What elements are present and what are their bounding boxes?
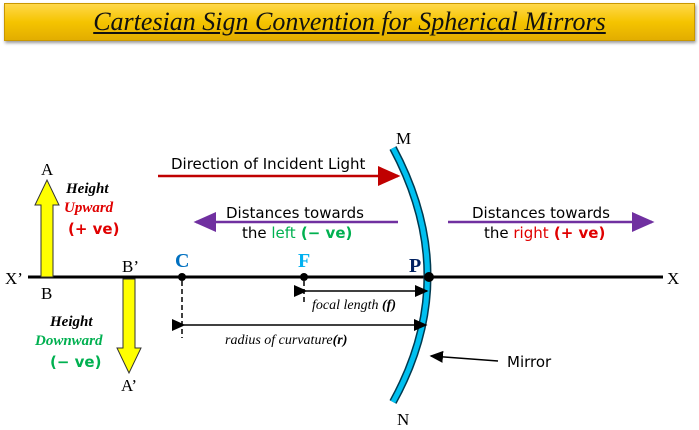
right-distance-line2: the right (+ ve) (484, 224, 605, 242)
upward-height-arrow (34, 178, 60, 278)
height-down-direction: Downward (34, 333, 103, 349)
left-distance-line2: the left (− ve) (242, 224, 352, 242)
incident-light-label: Direction of Incident Light (171, 155, 366, 173)
point-p (424, 272, 434, 282)
x-left-label: X’ (5, 269, 23, 288)
label-b-prime: B’ (122, 257, 139, 276)
height-up-label: Height (65, 181, 109, 197)
height-up-direction: Upward (64, 200, 114, 216)
title: Cartesian Sign Convention for Spherical … (93, 7, 606, 36)
height-up-sign: (+ ve) (68, 220, 119, 238)
height-down-sign: (− ve) (50, 353, 101, 371)
focal-length-label: focal length (f) (312, 298, 396, 313)
point-c (178, 273, 186, 281)
title-banner: Cartesian Sign Convention for Spherical … (4, 3, 695, 41)
mirror-bottom-label: N (397, 410, 409, 429)
label-a: A (41, 160, 54, 179)
label-c: C (175, 250, 189, 272)
label-f: F (298, 250, 310, 272)
label-a-prime: A’ (121, 376, 137, 395)
radius-label: radius of curvature(r) (225, 333, 347, 348)
downward-height-arrow (116, 278, 142, 375)
left-distance-line1: Distances towards (226, 204, 364, 222)
point-f (300, 273, 308, 281)
label-b: B (41, 284, 52, 303)
x-right-label: X (667, 269, 679, 288)
mirror-label: Mirror (507, 353, 552, 371)
right-distance-line1: Distances towards (472, 204, 610, 222)
mirror-pointer-arrow (429, 350, 499, 363)
mirror-top-label: M (396, 129, 411, 148)
height-down-label: Height (49, 314, 93, 330)
label-p: P (409, 255, 421, 277)
